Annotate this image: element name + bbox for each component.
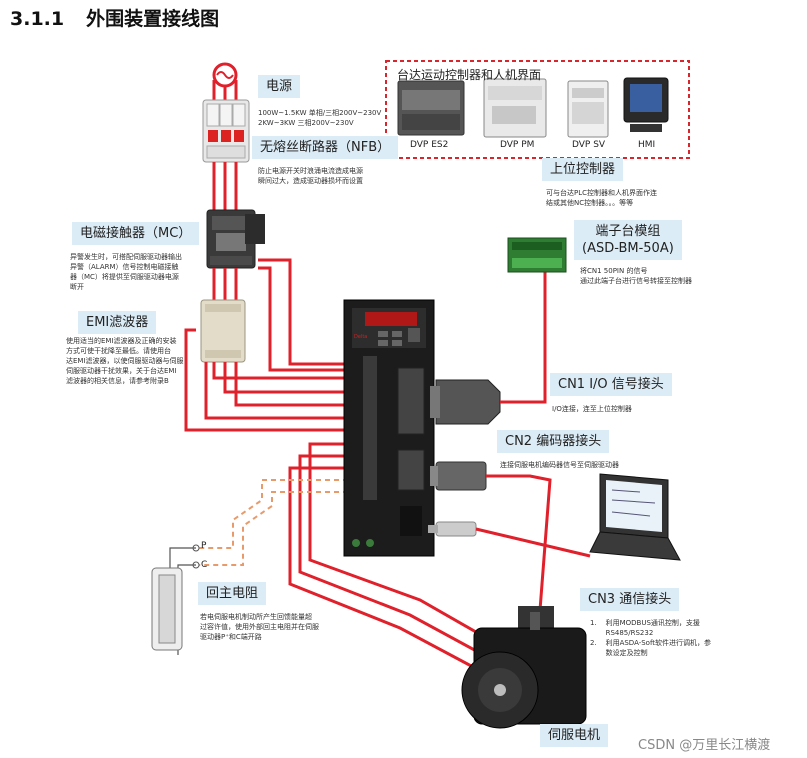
svg-text:Delta: Delta [354,334,367,340]
label-nfb: 无熔丝断路器（NFB） [252,136,399,159]
desc-cn1: I/O连接，连至上位控制器 [552,405,632,413]
desc-regen: 若电伺服电机制动所产生回馈能量超 过容许值，使用外部回主电阻并在伺服 驱动器P⁺… [200,613,319,641]
emi-filter-icon [200,299,246,363]
terminal-module-icon [507,237,567,273]
servo-motor-icon [461,606,587,729]
label-terminal-module: 端子台模组 (ASD-BM-50A) [574,220,682,260]
desc-terminal-module: 将CN1 50PIN 的信号 通过此端子台进行信号转接至控制器 [580,267,692,285]
label-cn3: CN3 通信接头 [580,588,680,611]
hmi-icon [623,77,669,132]
laptop-icon [589,473,681,561]
controller-panel-border [385,60,690,159]
cn1-connector-icon [430,379,501,425]
section-title: 外围装置接线图 [86,8,220,30]
desc-cn3: 1. 利用MODBUS通讯控制，支援 RS485/RS232 2. 利用ASDA… [590,619,712,657]
dvp-pm-icon [483,78,547,138]
page-title: 3.1.1 外围装置接线图 [10,4,219,31]
desc-upper-controller: 可与台达PLC控制器和人机界面作连 结或其他NC控制器。。。等等 [546,189,658,207]
panel-title: 台达运动控制器和人机界面 [397,68,542,82]
desc-nfb: 防止电源开关时浪涌电流造成电源 瞬间过大，造成驱动器损坏而设置 [258,167,363,185]
terminal-p: P [201,541,207,551]
dvp-sv-icon [567,80,609,138]
desc-power: 100W~1.5KW 单相/三相200V~230V 2KW~3KW 三相200V… [258,109,382,127]
dvp-es2-icon [397,80,465,136]
nfb-breaker-icon [202,99,250,163]
cn2-connector-icon [430,461,487,491]
device-label-dvp-pm: DVP PM [500,140,535,150]
mc-contactor-icon [206,209,265,269]
regen-resistor-icon [151,567,183,651]
label-regen: 回主电阻 [198,582,267,605]
power-source-icon [212,62,238,100]
label-emi: EMI滤波器 [78,311,157,334]
device-label-dvp-es2: DVP ES2 [410,140,449,150]
device-label-hmi: HMI [638,140,656,150]
label-power: 电源 [258,75,301,98]
desc-cn2: 连接伺服电机编码器信号至伺服驱动器 [500,461,619,469]
desc-emi: 使用适当的EMI滤波器及正确的安装 方式可使干扰降至最低。请使用台 达EMI滤波… [66,337,184,385]
device-label-dvp-sv: DVP SV [572,140,606,150]
cn3-usb-cable-icon [428,521,477,537]
servo-drive-icon: Delta [343,299,435,557]
label-cn1: CN1 I/O 信号接头 [550,373,672,396]
label-mc: 电磁接触器（MC） [72,222,200,245]
label-upper-controller: 上位控制器 [542,158,624,181]
watermark: CSDN @万里长江横渡 [638,738,771,753]
label-cn2: CN2 编码器接头 [497,430,610,453]
terminal-c: C [201,560,208,570]
section-number: 3.1.1 [10,8,65,30]
desc-mc: 异警发生时，可搭配伺服驱动器输出 异警（ALARM）信号控制电磁接触 器（MC）… [70,253,182,291]
label-motor: 伺服电机 [540,724,609,747]
